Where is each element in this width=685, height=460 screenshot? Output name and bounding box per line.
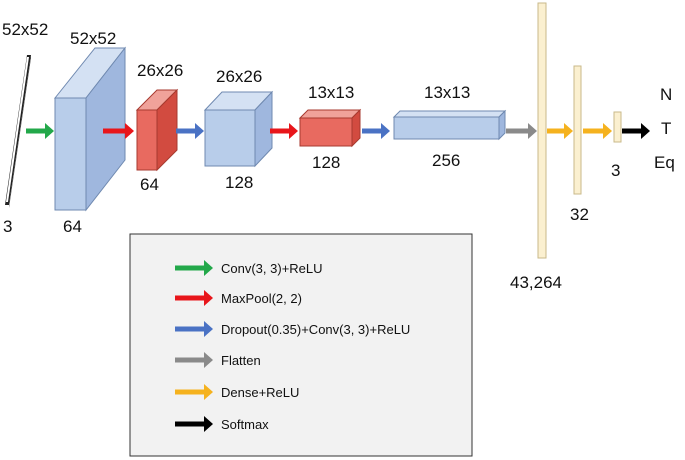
legend-softmax-arrow [175, 416, 213, 432]
arrow-dense2-to-output [622, 123, 650, 139]
legend-items: Conv(3, 3)+ReLU MaxPool(2, 2) Dropout(0.35… [175, 260, 410, 432]
conv3-block [392, 109, 507, 141]
legend-dropout-label: Dropout(0.35)+Conv(3, 3)+ReLU [221, 322, 410, 337]
output-label-eq: Eq [654, 153, 675, 172]
dense1-bar [573, 65, 582, 195]
legend-flatten-arrow [175, 352, 213, 368]
flatten-bar [537, 2, 547, 259]
dense2-units-label: 3 [611, 161, 620, 180]
arrow-dense1-to-dense2 [583, 123, 612, 139]
conv1-spatial-label: 52x52 [70, 29, 116, 48]
legend-dropout-arrow [175, 321, 213, 337]
legend-dense-label: Dense+ReLU [221, 385, 299, 400]
arrow-pool1-to-conv2 [176, 123, 204, 139]
flatten-units-label: 43,264 [510, 273, 562, 292]
arrow-input-to-conv1 [26, 123, 54, 139]
flow-arrows [26, 123, 650, 139]
legend-maxpool-arrow [175, 290, 213, 306]
dense2-bar [613, 111, 622, 143]
legend-conv-arrow [175, 260, 213, 276]
legend-conv-label: Conv(3, 3)+ReLU [221, 261, 323, 276]
input-spatial-label: 52x52 [2, 20, 48, 39]
arrow-pool2-to-conv3 [362, 123, 390, 139]
conv3-spatial-label: 13x13 [424, 83, 470, 102]
arrow-conv2-to-pool2 [270, 123, 298, 139]
output-label-n: N [660, 85, 672, 104]
pool1-block [135, 88, 179, 172]
legend: Conv(3, 3)+ReLU MaxPool(2, 2) Dropout(0.35… [129, 233, 473, 457]
conv3-channels-label: 256 [432, 151, 460, 170]
pool1-channels-label: 64 [140, 175, 159, 194]
legend-softmax-label: Softmax [221, 417, 269, 432]
input-channels-label: 3 [3, 217, 12, 236]
legend-dense-arrow [175, 384, 213, 400]
conv1-channels-label: 64 [63, 217, 82, 236]
input-layer [5, 55, 31, 208]
arrow-conv1-to-pool1 [103, 123, 134, 139]
arrow-flatten-to-dense1 [547, 123, 573, 139]
pool1-spatial-label: 26x26 [137, 61, 183, 80]
dense1-units-label: 32 [570, 205, 589, 224]
output-label-t: T [661, 119, 671, 138]
legend-maxpool-label: MaxPool(2, 2) [221, 291, 302, 306]
pool2-block [298, 108, 362, 148]
pool2-spatial-label: 13x13 [308, 83, 354, 102]
conv2-spatial-label: 26x26 [216, 67, 262, 86]
legend-flatten-label: Flatten [221, 353, 261, 368]
legend-box [129, 233, 473, 457]
arrow-conv3-to-flatten [506, 123, 537, 139]
conv2-block [203, 90, 274, 168]
pool2-channels-label: 128 [312, 153, 340, 172]
conv2-channels-label: 128 [225, 173, 253, 192]
